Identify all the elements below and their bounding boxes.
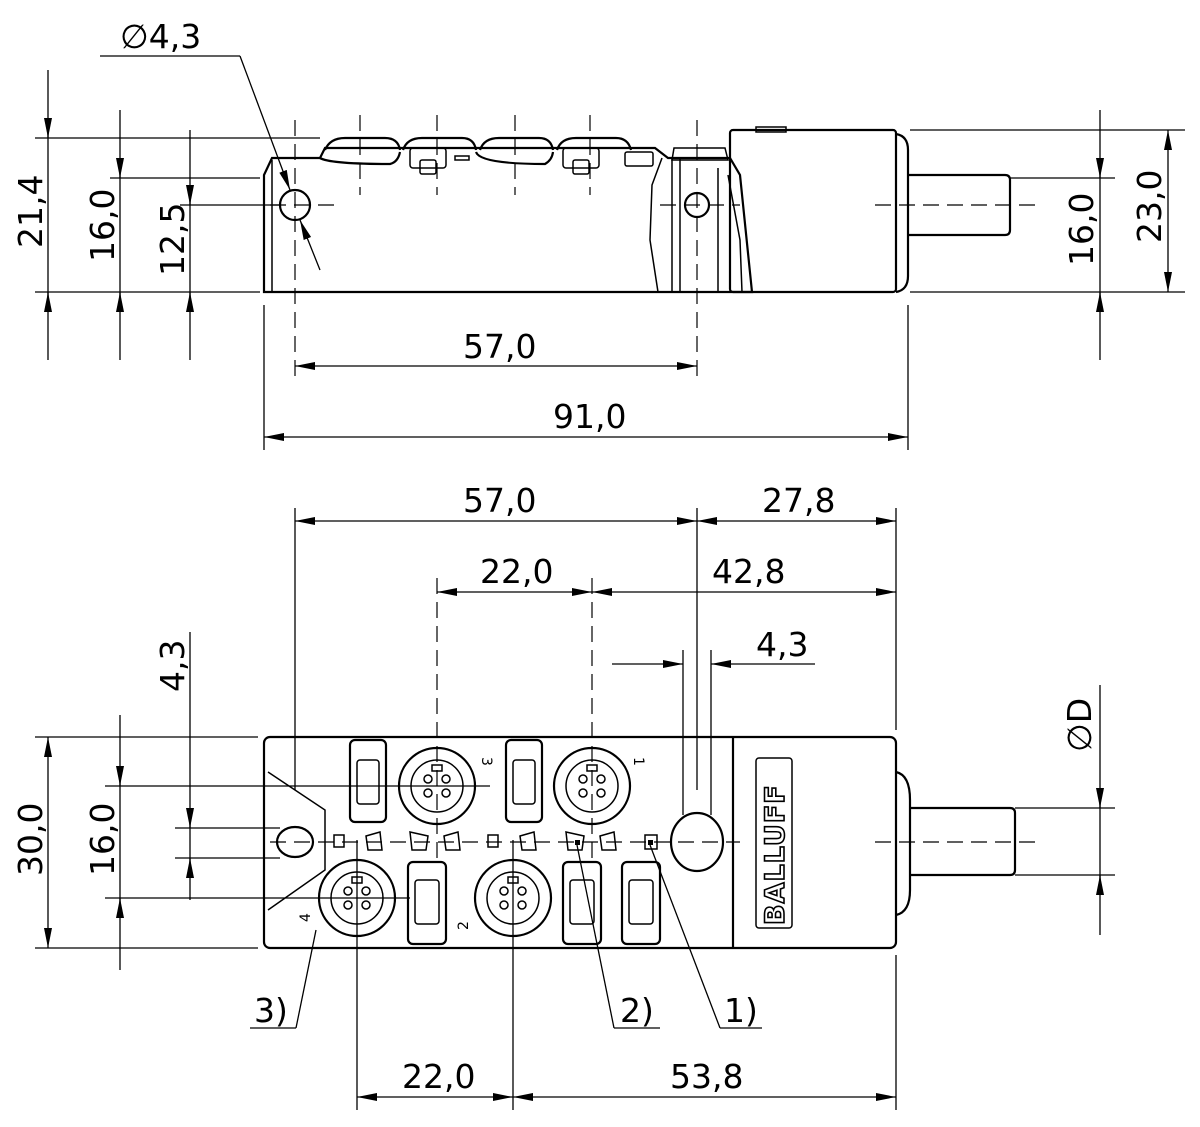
top-hole-offset-label: 4,3	[153, 640, 192, 692]
bottom-port-pitch-label: 22,0	[402, 1057, 475, 1096]
top-body-outline	[262, 735, 898, 950]
top-hole-diameter-label: 4,3	[756, 625, 808, 664]
callout-3: 3)	[254, 991, 288, 1030]
top-port-row-spacing-label: 16,0	[83, 803, 122, 876]
top-cable-diameter-label: ∅D	[1060, 698, 1099, 752]
led-indicators	[333, 831, 658, 851]
callout-1: 1)	[724, 991, 758, 1030]
top-end-offset-label: 27,8	[762, 481, 835, 520]
port-number-1: 1	[630, 757, 646, 766]
latches-bottom-row	[406, 860, 662, 946]
side-housing	[728, 128, 898, 294]
top-cable	[910, 806, 1017, 877]
top-port-pitch-label: 22,0	[480, 552, 553, 591]
side-body-outline	[262, 146, 754, 294]
latches-top-row	[348, 738, 544, 824]
top-width-total-label: 30,0	[11, 803, 50, 876]
side-length-total-label: 91,0	[553, 397, 626, 436]
side-view: ∅4,3 21,4 16,0 12,5 57,0 91,0 16,0 23,0	[11, 17, 1185, 450]
top-hole-spacing-label: 57,0	[463, 481, 536, 520]
side-connector-tops	[319, 136, 654, 175]
side-height-body-label: 16,0	[83, 189, 122, 262]
port-number-4: 4	[298, 913, 314, 922]
side-housing-height-label: 23,0	[1130, 170, 1169, 243]
side-hole-diameter-label: ∅4,3	[120, 17, 201, 56]
callout-2: 2)	[620, 991, 654, 1030]
port-number-3: 3	[478, 757, 494, 766]
top-view: BALLUFF 3 1 4 2	[11, 481, 1115, 1110]
side-cable-height-label: 16,0	[1062, 193, 1101, 266]
side-height-total-label: 21,4	[11, 175, 50, 248]
port-number-2: 2	[456, 921, 472, 930]
side-height-hole-label: 12,5	[153, 203, 192, 276]
brand-logo: BALLUFF	[760, 784, 791, 925]
side-hole-spacing-label: 57,0	[463, 327, 536, 366]
top-right-mount-hole	[669, 811, 725, 873]
bottom-port-offset-label: 53,8	[670, 1057, 743, 1096]
top-port-offset-label: 42,8	[712, 552, 785, 591]
